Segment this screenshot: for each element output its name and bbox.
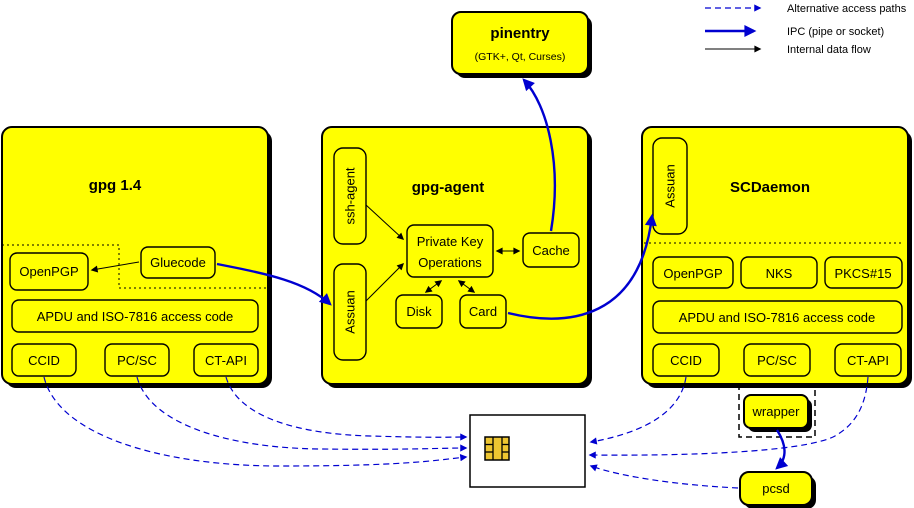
agent-ssh-agent-label: ssh-agent xyxy=(343,167,358,224)
wrapper-dashed-outline xyxy=(738,385,816,438)
pinentry-node: pinentry (GTK+, Qt, Curses) xyxy=(451,11,592,78)
scd-nks-box xyxy=(740,256,818,289)
gpg-agent-node: gpg-agent ssh-agent Assuan Private Key O… xyxy=(321,126,592,388)
scd-openpgp-box xyxy=(652,256,734,289)
agent-private-key-ops-box xyxy=(406,224,494,278)
scd-apdu-box xyxy=(652,300,903,334)
ipc-arrow-gluecode-to-agent-assuan xyxy=(216,262,332,306)
ipc-arrow-card-to-scd-assuan xyxy=(507,213,657,320)
gpg14-apdu-label: APDU and ISO-7816 access code xyxy=(37,309,234,324)
scd-assuan-box xyxy=(652,137,688,235)
smartcard-chip-icon xyxy=(484,436,510,461)
pinentry-box xyxy=(451,11,589,75)
agent-card-box xyxy=(459,294,507,329)
wrapper-node: wrapper xyxy=(738,385,816,438)
gpg14-gluecode-box xyxy=(140,246,216,279)
gpg14-title: gpg 1.4 xyxy=(89,177,142,194)
agent-pko-line1: Private Key xyxy=(417,234,484,249)
scd-ctapi-label: CT-API xyxy=(847,353,889,368)
scd-apdu-label: APDU and ISO-7816 access code xyxy=(679,310,876,325)
alt-path-gpg14-ccid-to-card xyxy=(43,376,468,467)
agent-cache-label: Cache xyxy=(532,243,570,258)
wrapper-label: wrapper xyxy=(752,404,801,419)
scd-nks-label: NKS xyxy=(766,266,793,281)
pcsd-label: pcsd xyxy=(762,481,789,496)
legend-label-ipc: IPC (pipe or socket) xyxy=(787,26,884,38)
gpg14-node: gpg 1.4 OpenPGP Gluecode APDU and ISO-78… xyxy=(1,126,272,388)
scd-pkcs15-label: PKCS#15 xyxy=(834,266,891,281)
gpg-agent-title: gpg-agent xyxy=(412,179,485,196)
scdaemon-node: SCDaemon Assuan OpenPGP NKS PKCS#15 APDU… xyxy=(641,126,912,388)
scd-pkcs15-box xyxy=(824,256,903,289)
legend: Alternative access paths IPC (pipe or so… xyxy=(705,3,907,56)
gpg14-pcsc-label: PC/SC xyxy=(117,353,157,368)
alt-path-scd-ccid-to-card xyxy=(589,376,687,445)
agent-ssh-agent-box xyxy=(333,147,367,245)
arrow-pko-disk xyxy=(424,280,443,293)
gpg14-ccid-box xyxy=(11,343,77,377)
agent-assuan-label: Assuan xyxy=(343,290,358,333)
gpg14-ctapi-box xyxy=(193,343,259,377)
alt-path-gpg14-ctapi-to-card xyxy=(225,376,468,441)
arrow-gluecode-to-openpgp xyxy=(90,261,140,273)
arrow-sshagent-to-pko xyxy=(365,204,405,240)
agent-disk-label: Disk xyxy=(406,304,432,319)
gpg14-openpgp-label: OpenPGP xyxy=(19,264,78,279)
scd-assuan-label: Assuan xyxy=(663,164,678,207)
legend-label-internal-flow: Internal data flow xyxy=(787,44,871,56)
agent-assuan-box xyxy=(333,263,367,361)
scd-pcsc-label: PC/SC xyxy=(757,353,797,368)
scd-ccid-label: CCID xyxy=(670,353,702,368)
scd-ccid-box xyxy=(652,343,720,377)
gpg14-pcsc-box xyxy=(104,343,170,377)
alt-path-gpg14-pcsc-to-card xyxy=(136,376,468,452)
smartcard xyxy=(469,414,586,488)
gpg14-apdu-box xyxy=(11,299,259,333)
pcsd-box xyxy=(739,471,813,506)
ipc-arrow-wrapper-to-pcsd xyxy=(775,429,789,470)
wrapper-box xyxy=(743,394,809,429)
scd-ctapi-box xyxy=(834,343,902,377)
alt-path-pcsd-to-card xyxy=(589,464,739,489)
gpg14-ccid-label: CCID xyxy=(28,353,60,368)
scdaemon-title: SCDaemon xyxy=(730,179,810,196)
gpg14-gluecode-label: Gluecode xyxy=(150,255,206,270)
ipc-arrow-cache-to-pinentry xyxy=(522,78,557,232)
scd-pcsc-box xyxy=(743,343,811,377)
pinentry-title: pinentry xyxy=(490,25,550,42)
alt-path-scd-ctapi-to-card xyxy=(588,376,869,459)
gpg14-ctapi-label: CT-API xyxy=(205,353,247,368)
pcsd-node: pcsd xyxy=(739,471,816,508)
agent-pko-line2: Operations xyxy=(418,255,482,270)
agent-cache-box xyxy=(522,232,580,268)
pinentry-subtitle: (GTK+, Qt, Curses) xyxy=(475,51,566,63)
gpg14-openpgp-box xyxy=(9,252,89,291)
arrow-assuan-to-pko xyxy=(365,263,404,302)
agent-disk-box xyxy=(395,294,443,329)
agent-card-label: Card xyxy=(469,304,497,319)
arrow-pko-card xyxy=(457,280,476,293)
scd-openpgp-label: OpenPGP xyxy=(663,266,722,281)
legend-label-alt-paths: Alternative access paths xyxy=(787,3,907,15)
